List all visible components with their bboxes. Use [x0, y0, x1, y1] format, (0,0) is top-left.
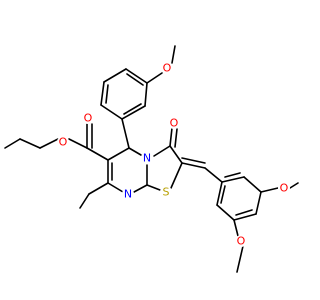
atom-label: O — [84, 112, 93, 125]
atom-s-ring: S — [160, 186, 172, 199]
bond — [153, 145, 171, 157]
bond — [88, 182, 109, 195]
bond — [4, 138, 21, 149]
bond — [204, 167, 223, 183]
bond — [100, 104, 123, 120]
atom-label: O — [170, 117, 179, 130]
bond — [235, 209, 253, 216]
bond — [233, 219, 239, 237]
bond — [68, 138, 88, 149]
bond — [19, 138, 41, 149]
atom-label: O — [59, 136, 68, 149]
bond — [79, 193, 90, 209]
bond — [146, 72, 163, 84]
bond — [181, 162, 206, 169]
atom-o-carbonyl-ester: O — [82, 112, 94, 125]
bond — [103, 68, 127, 83]
atom-o-methoxy-3: O — [235, 235, 247, 248]
atom-o-methoxy-4: O — [278, 182, 290, 195]
bond — [171, 45, 176, 64]
bond — [121, 105, 146, 120]
bond — [107, 147, 130, 161]
bond — [144, 82, 148, 107]
atom-n-imine: N — [122, 188, 134, 201]
bond — [221, 176, 245, 183]
atom-label: S — [163, 186, 170, 199]
bond — [216, 181, 223, 206]
bond — [146, 184, 161, 191]
atom-labels: O O O N N S O O — [57, 62, 290, 248]
bond — [224, 172, 241, 178]
bond — [289, 182, 299, 189]
bond — [216, 204, 235, 221]
bond — [125, 68, 148, 84]
bond — [121, 118, 130, 149]
bond — [174, 128, 178, 148]
atom-o-ketone: O — [168, 117, 180, 130]
bond — [255, 191, 262, 215]
bond — [170, 162, 183, 189]
bond — [123, 103, 142, 115]
atom-n-ring: N — [141, 152, 153, 165]
bond — [169, 145, 183, 164]
atom-o-methoxy-top: O — [161, 62, 173, 75]
atom-label: O — [237, 235, 246, 248]
bond — [86, 147, 109, 161]
bond — [169, 127, 173, 147]
bond — [39, 138, 59, 149]
bond — [105, 84, 109, 104]
bonds — [4, 45, 299, 273]
bond — [181, 157, 206, 164]
bond — [233, 213, 257, 221]
bond — [260, 187, 279, 193]
molecule-structure: O O O N N S O O — [4, 45, 299, 273]
atom-label: N — [124, 188, 132, 201]
atom-label: N — [143, 152, 151, 165]
bond — [100, 81, 105, 106]
bond — [128, 147, 142, 156]
atom-label: O — [280, 182, 289, 195]
atom-label: O — [163, 62, 172, 75]
atom-o-ester: O — [57, 136, 69, 149]
bond — [236, 245, 244, 273]
bond — [243, 176, 262, 193]
bond — [126, 73, 144, 86]
bond — [107, 182, 124, 193]
bond — [220, 185, 226, 204]
bond — [133, 184, 148, 193]
